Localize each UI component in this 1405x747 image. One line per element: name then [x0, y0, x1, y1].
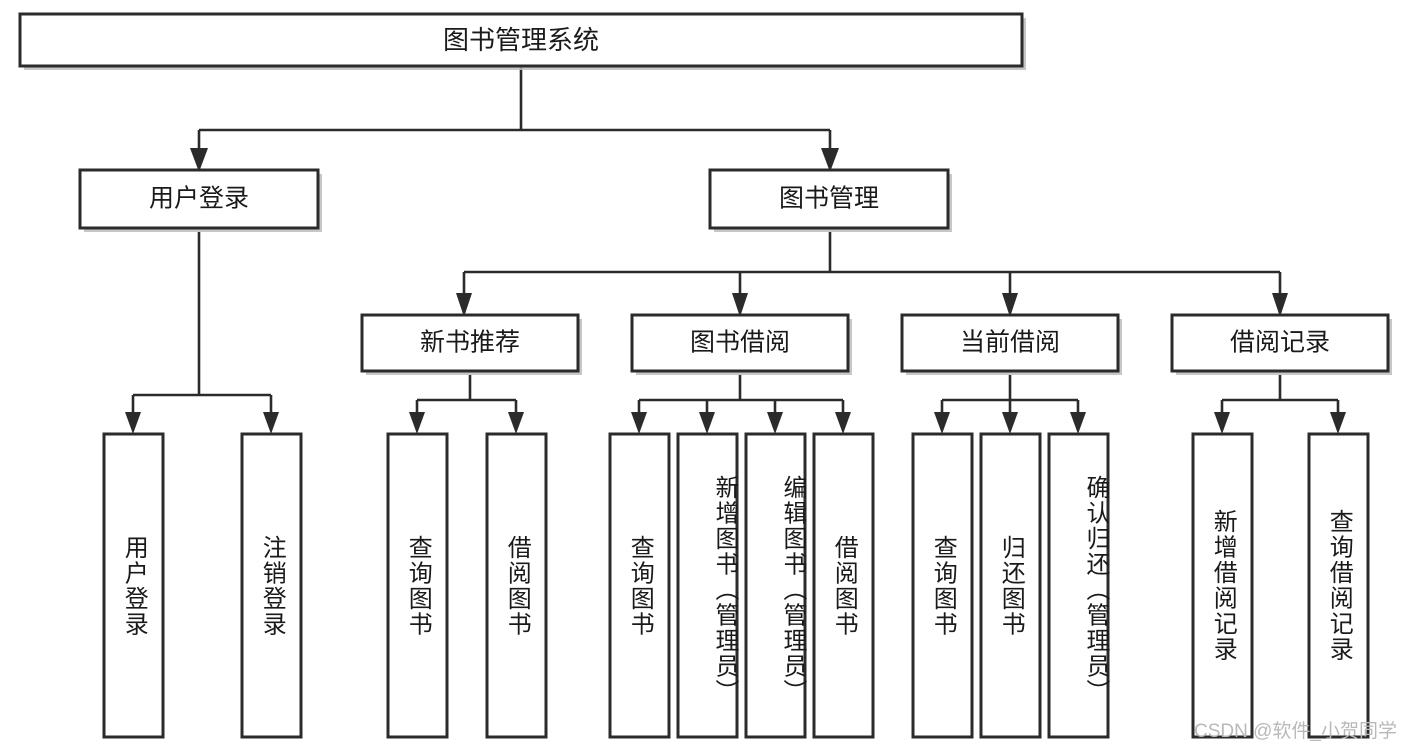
node-book-management-label: 图书管理 [779, 185, 879, 213]
node-rect[interactable] [360, 313, 580, 373]
leaf-box-add-record[interactable] [1191, 432, 1254, 739]
node-rect[interactable] [1170, 313, 1390, 373]
arrowhead-layer [125, 148, 1346, 434]
arrowhead-icon-leaf-nb-1 [409, 412, 425, 434]
arrowhead-icon-leaf-nb-2 [508, 412, 524, 434]
arrowhead-icon-leaf-logout [263, 412, 279, 434]
node-root-system[interactable]: 图书管理系统 [18, 12, 1026, 70]
leaf-box-query-book-2[interactable] [608, 432, 671, 739]
leaf-box-edit-book[interactable] [744, 432, 807, 739]
leaf-box-query-record[interactable] [1307, 432, 1370, 739]
arrowhead-icon-user-login [190, 148, 208, 172]
arrowhead-icon-leaf-bb-4 [835, 412, 851, 434]
arrowhead-icon-new-book [456, 293, 472, 317]
node-root-system-label: 图书管理系统 [443, 25, 599, 55]
leaf-box-borrow-book-2[interactable] [812, 432, 875, 739]
node-current-borrow-label: 当前借阅 [960, 329, 1060, 357]
node-current-borrow[interactable]: 当前借阅 [900, 313, 1122, 375]
node-new-book-recommend[interactable]: 新书推荐 [360, 313, 582, 375]
node-book-management[interactable]: 图书管理 [708, 168, 952, 232]
node-book-borrow-label: 图书借阅 [690, 329, 790, 357]
arrowhead-icon-leaf-bb-1 [631, 412, 647, 434]
node-new-book-recommend-label: 新书推荐 [420, 329, 520, 357]
leaf-node-layer [102, 432, 1370, 739]
node-rect[interactable] [900, 313, 1120, 373]
node-user-login-label: 用户登录 [149, 185, 249, 213]
node-borrow-record-label: 借阅记录 [1230, 329, 1330, 357]
node-borrow-record[interactable]: 借阅记录 [1170, 313, 1392, 375]
arrowhead-icon-borrow-record [1272, 293, 1288, 317]
leaf-box-add-book[interactable] [676, 432, 739, 739]
arrowhead-icon-book-management [821, 148, 839, 172]
leaf-box-logout-login[interactable] [240, 432, 303, 739]
node-user-login[interactable]: 用户登录 [78, 168, 322, 232]
arrowhead-icon-leaf-bb-2 [699, 412, 715, 434]
arrowhead-icon-leaf-cb-3 [1070, 412, 1086, 434]
node-layer: 图书管理系统 用户登录 图书管理 新书推荐 [18, 12, 1392, 739]
node-book-borrow[interactable]: 图书借阅 [630, 313, 852, 375]
arrowhead-icon-leaf-bb-3 [767, 412, 783, 434]
leaf-box-confirm-return[interactable] [1047, 432, 1110, 739]
node-rect[interactable] [78, 168, 320, 230]
leaf-box-query-book-3[interactable] [911, 432, 974, 739]
arrowhead-icon-leaf-br-1 [1214, 412, 1230, 434]
leaf-box-user-login[interactable] [102, 432, 165, 739]
arrowhead-icon-leaf-cb-2 [1002, 412, 1018, 434]
arrowhead-icon-leaf-user-login [125, 412, 141, 434]
arrowhead-icon-current-borrow [1002, 293, 1018, 317]
arrowhead-icon-book-borrow [732, 293, 748, 317]
arrowhead-icon-leaf-cb-1 [934, 412, 950, 434]
leaf-box-borrow-book-1[interactable] [485, 432, 548, 739]
node-rect[interactable] [708, 168, 950, 230]
node-rect[interactable] [18, 12, 1024, 68]
node-rect[interactable] [630, 313, 850, 373]
watermark-text: CSDN @软件_小贺同学 [1194, 721, 1397, 742]
leaf-box-query-book-1[interactable] [386, 432, 449, 739]
leaf-box-return-book[interactable] [979, 432, 1042, 739]
arrowhead-icon-leaf-br-2 [1330, 412, 1346, 434]
